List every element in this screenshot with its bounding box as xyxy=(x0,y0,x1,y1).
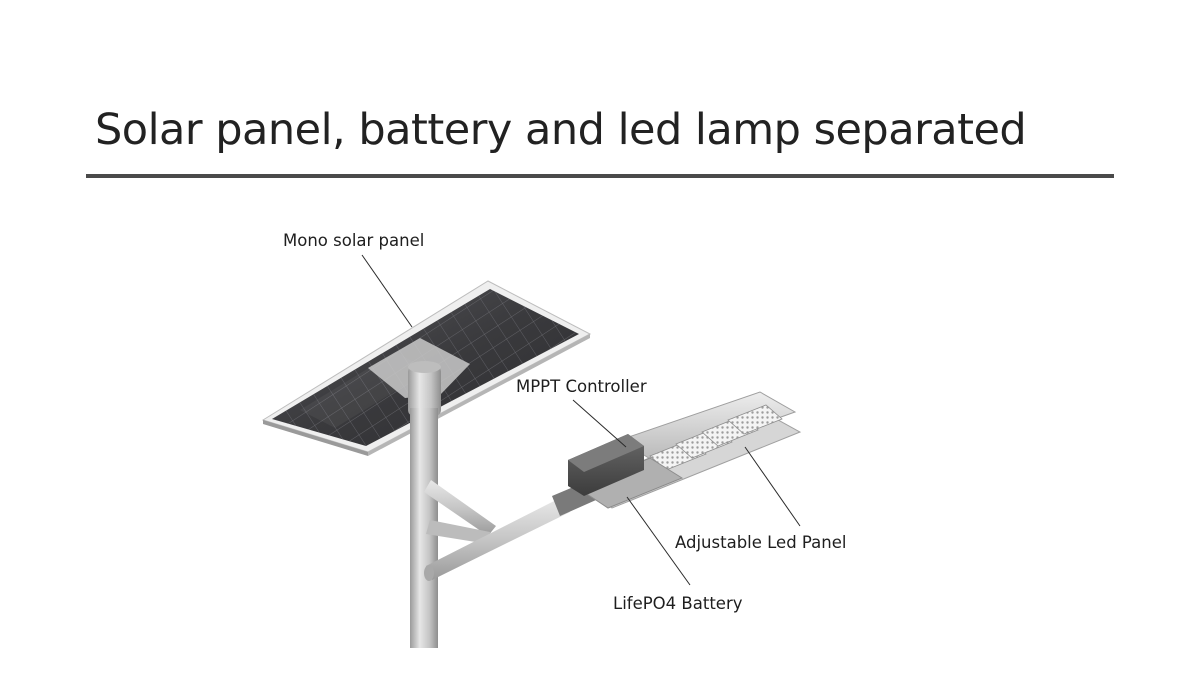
panel-bracket xyxy=(368,338,470,416)
leader-led-panel xyxy=(744,446,801,527)
led-lamp-head xyxy=(552,391,802,516)
slide-title: Solar panel, battery and led lamp separa… xyxy=(95,105,1027,155)
label-lifepo4-battery: LifePO4 Battery xyxy=(613,594,743,613)
label-adjustable-led-panel: Adjustable Led Panel xyxy=(675,533,847,552)
leader-battery xyxy=(626,496,691,586)
leader-solar-panel xyxy=(361,254,413,328)
label-mppt-controller: MPPT Controller xyxy=(516,377,647,396)
light-pole xyxy=(410,408,570,648)
title-underline xyxy=(86,174,1114,178)
leader-mppt-controller xyxy=(572,399,627,448)
label-mono-solar-panel: Mono solar panel xyxy=(283,231,425,250)
callout-leaders xyxy=(361,254,801,586)
